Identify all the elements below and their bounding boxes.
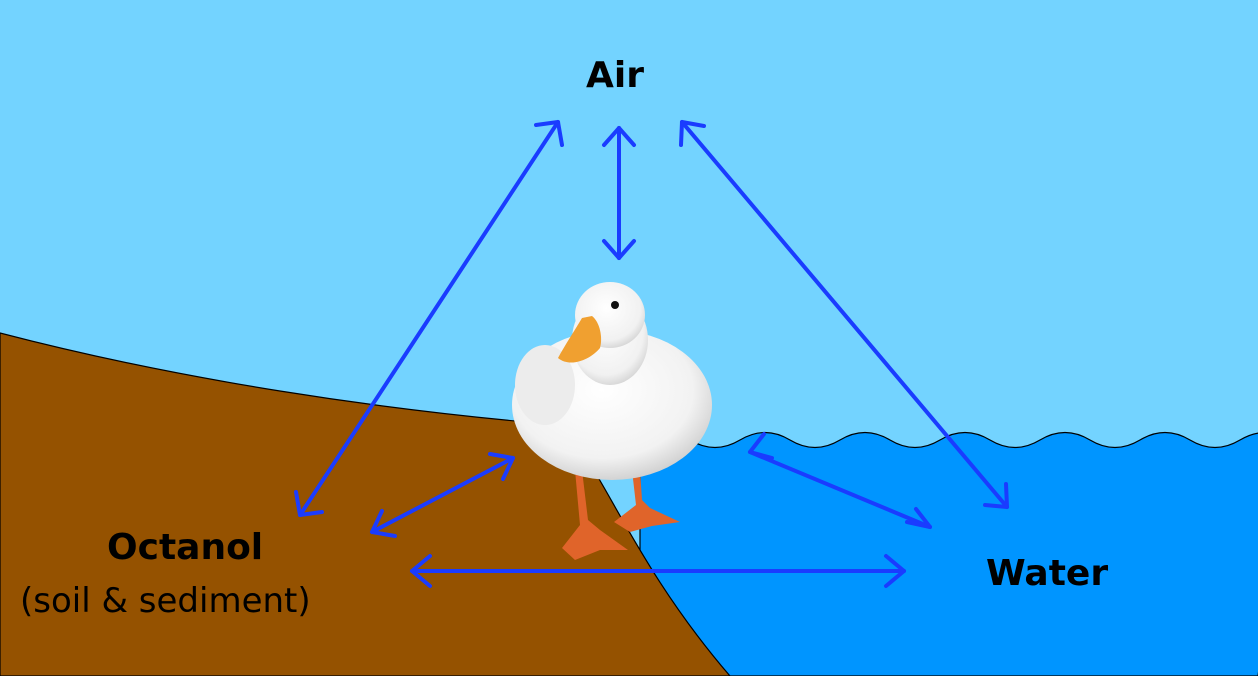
octanol-label: Octanol <box>107 527 264 568</box>
air-label: Air <box>586 55 644 96</box>
arrow-air-water <box>679 120 1009 509</box>
duck-eye <box>611 301 619 309</box>
arrow-octanol-duck <box>370 452 515 538</box>
duck-illustration <box>512 282 712 560</box>
exchange-arrows <box>294 120 1009 588</box>
duck-feet <box>562 470 680 560</box>
octanol-sublabel: (soil & sediment) <box>20 581 311 621</box>
water-label: Water <box>986 553 1109 594</box>
arrow-air-duck <box>602 126 636 260</box>
arrow-air-octanol <box>294 120 564 517</box>
duck-wing <box>515 345 575 425</box>
water-region <box>639 431 1258 676</box>
arrow-octanol-water <box>410 554 906 588</box>
arrow-duck-water <box>748 432 932 529</box>
duck-bill <box>558 316 602 363</box>
